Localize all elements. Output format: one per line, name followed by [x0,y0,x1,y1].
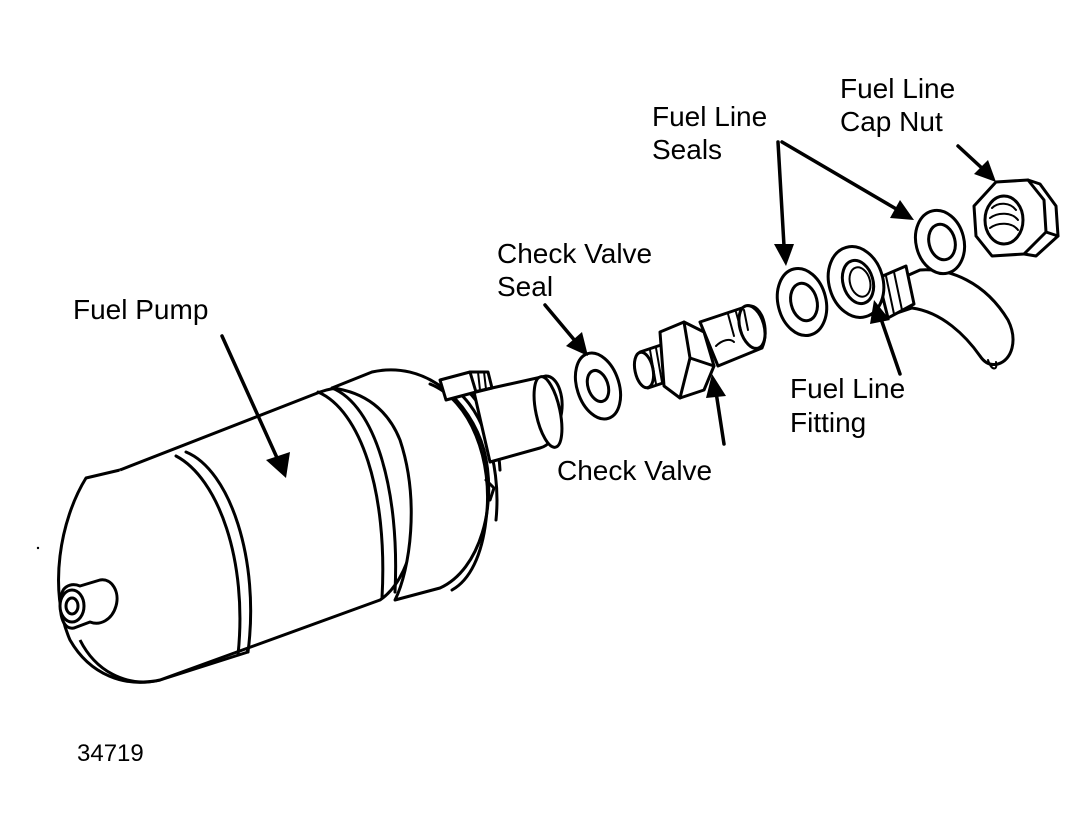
label-fuel-line-fitting-line1: Fuel Line [790,373,905,404]
label-fuel-line-seals-line1: Fuel Line [652,101,767,132]
label-check-valve: Check Valve [557,455,712,486]
label-check-valve-seal-line2: Seal [497,271,553,302]
label-fuel-line-fitting-line2: Fitting [790,407,866,438]
speck [36,546,40,550]
arrow-fuel-line-fitting [878,314,902,376]
check-valve-seal [573,351,623,421]
label-check-valve-seal-line1: Check Valve [497,238,652,269]
arrow-fuel-line-seal-1 [776,140,786,248]
arrow-fuel-pump [220,334,280,462]
fuel-line-seal-1 [775,267,829,337]
arrow-check-valve-seal [543,303,578,344]
arrow-check-valve [714,390,726,446]
fuel-line-cap-nut [972,178,1060,258]
figure-number: 34719 [77,740,144,767]
leader-arrows [220,140,996,478]
fuel-pump [57,368,564,684]
arrow-fuel-line-seal-2 [780,140,900,212]
check-valve [632,304,767,400]
label-fuel-pump: Fuel Pump [73,294,208,325]
label-fuel-line-seals-line2: Seals [652,134,722,165]
label-fuel-line-cap-nut-line1: Fuel Line [840,73,955,104]
arrow-cap-nut [956,144,986,172]
fuel-line-seal-2 [913,208,967,276]
label-fuel-line-cap-nut-line2: Cap Nut [840,106,943,137]
fuel-line-fitting [826,245,1015,370]
